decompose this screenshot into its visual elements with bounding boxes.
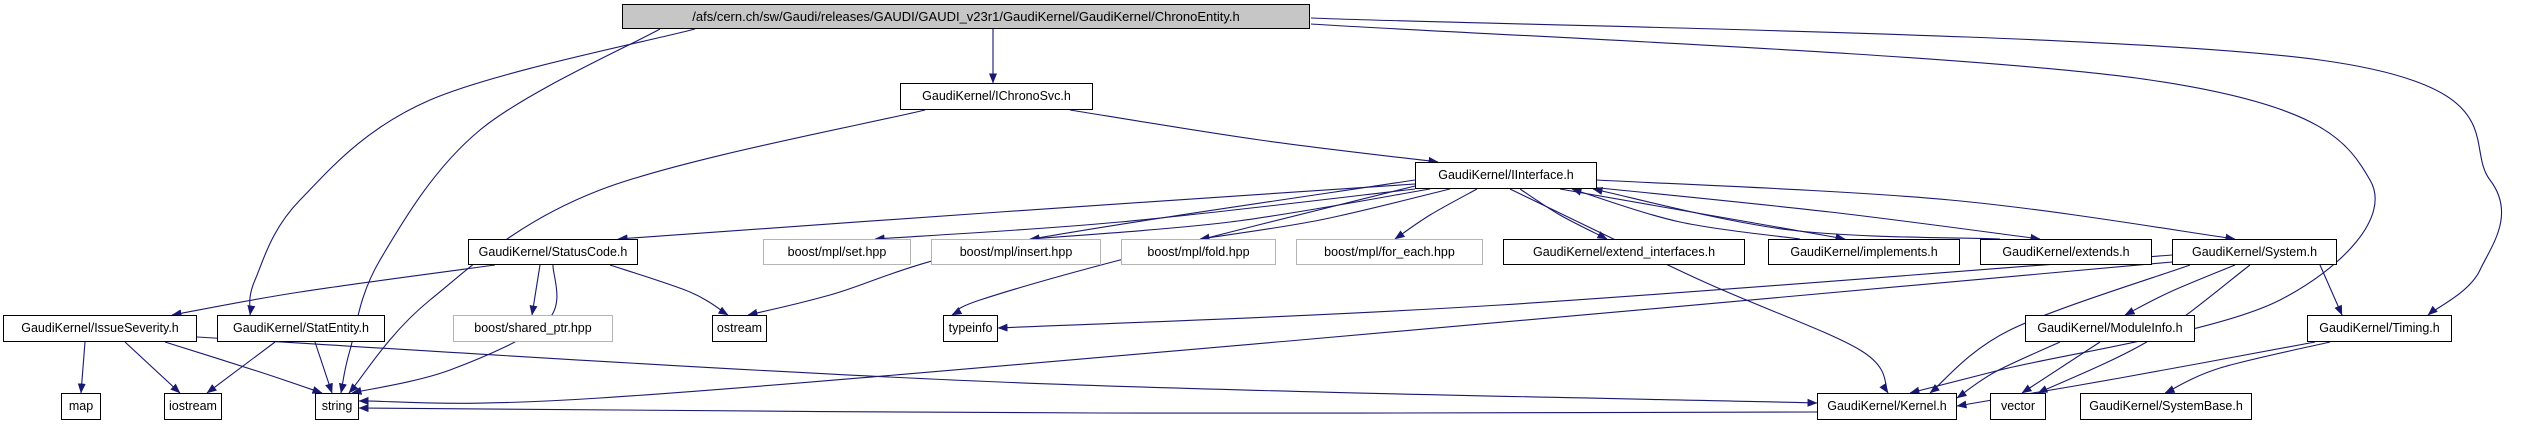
edge-statuscode-ostream xyxy=(609,264,729,316)
edge-chrono-kernel xyxy=(1310,23,2376,395)
node-label: boost/mpl/for_each.hpp xyxy=(1324,244,1455,259)
node-mplset[interactable]: boost/mpl/set.hpp xyxy=(763,239,911,265)
edge-iinterface-system xyxy=(1596,179,2236,242)
node-label: boost/mpl/set.hpp xyxy=(787,244,887,259)
edge-iinterface-mplforeach xyxy=(1394,188,1478,240)
node-label: vector xyxy=(2000,399,2036,414)
node-label: GaudiKernel/System.h xyxy=(2191,244,2318,259)
node-chrono[interactable]: /afs/cern.ch/sw/Gaudi/releases/GAUDI/GAU… xyxy=(622,4,1310,29)
edge-system-typeinfo xyxy=(997,254,2173,332)
node-implements[interactable]: GaudiKernel/implements.h xyxy=(1768,239,1960,265)
node-label: GaudiKernel/IChronoSvc.h xyxy=(922,89,1071,104)
node-vector[interactable]: vector xyxy=(1990,393,2046,420)
edge-iinterface-kernel xyxy=(1509,188,1889,394)
edge-ichrono-iinterface xyxy=(1069,109,1439,165)
edge-issue-string xyxy=(164,341,323,394)
edge-statentity-iostream xyxy=(206,341,276,394)
edge-timing-systembase xyxy=(2164,341,2331,394)
edge-iinterface-mplfold xyxy=(1199,188,1451,242)
node-label: GaudiKernel/Timing.h xyxy=(2319,321,2440,336)
node-label: GaudiKernel/IInterface.h xyxy=(1438,168,1574,183)
edge-iinterface-mplset xyxy=(874,188,1416,243)
edge-chrono-statentity xyxy=(247,28,696,316)
node-ichrono[interactable]: GaudiKernel/IChronoSvc.h xyxy=(900,83,1093,110)
node-issue[interactable]: GaudiKernel/IssueSeverity.h xyxy=(3,315,197,342)
node-mplinsert[interactable]: boost/mpl/insert.hpp xyxy=(931,239,1101,265)
node-map[interactable]: map xyxy=(61,393,101,420)
node-label: GaudiKernel/StatEntity.h xyxy=(233,321,369,336)
node-label: typeinfo xyxy=(948,321,993,336)
node-iostream[interactable]: iostream xyxy=(164,393,222,420)
node-label: GaudiKernel/implements.h xyxy=(1790,244,1938,259)
node-label: string xyxy=(321,399,353,414)
node-label: boost/shared_ptr.hpp xyxy=(474,321,592,336)
node-mplforeach[interactable]: boost/mpl/for_each.hpp xyxy=(1296,239,1483,265)
node-sharedptr[interactable]: boost/shared_ptr.hpp xyxy=(453,315,613,342)
node-statentity[interactable]: GaudiKernel/StatEntity.h xyxy=(217,315,385,342)
node-kernel[interactable]: GaudiKernel/Kernel.h xyxy=(1817,393,1957,420)
node-timing[interactable]: GaudiKernel/Timing.h xyxy=(2307,315,2452,342)
edge-iinterface-mplinsert xyxy=(1029,188,1431,243)
node-system[interactable]: GaudiKernel/System.h xyxy=(2172,239,2337,265)
edge-system-string xyxy=(358,261,2173,405)
node-moduleinfo[interactable]: GaudiKernel/ModuleInfo.h xyxy=(2025,315,2195,342)
edge-issue-iostream xyxy=(124,341,181,394)
node-label: GaudiKernel/SystemBase.h xyxy=(2089,399,2243,414)
node-ostream[interactable]: ostream xyxy=(712,315,767,342)
edge-statuscode-sharedptr xyxy=(529,264,541,316)
node-label: /afs/cern.ch/sw/Gaudi/releases/GAUDI/GAU… xyxy=(692,9,1240,24)
node-string[interactable]: string xyxy=(315,393,359,420)
node-extif[interactable]: GaudiKernel/extend_interfaces.h xyxy=(1503,239,1745,265)
node-label: ostream xyxy=(716,321,763,336)
node-mplfold[interactable]: boost/mpl/fold.hpp xyxy=(1121,239,1276,265)
edge-moduleinfo-vector xyxy=(2021,341,2101,394)
edge-extends-iinterface xyxy=(1592,187,2001,240)
node-label: GaudiKernel/Kernel.h xyxy=(1827,399,1947,414)
node-label: GaudiKernel/extends.h xyxy=(2002,244,2130,259)
node-iinterface[interactable]: GaudiKernel/IInterface.h xyxy=(1415,162,1597,189)
edge-statentity-string xyxy=(314,341,333,394)
edge-system-moduleinfo xyxy=(2124,264,2236,316)
node-label: boost/mpl/fold.hpp xyxy=(1147,244,1250,259)
edge-statuscode-string xyxy=(351,264,558,395)
edge-iinterface-extif xyxy=(1519,188,1608,240)
node-label: map xyxy=(68,399,94,414)
edge-implements-iinterface xyxy=(1571,187,1801,240)
edge-chrono-string xyxy=(339,28,661,394)
node-extends[interactable]: GaudiKernel/extends.h xyxy=(1980,239,2152,265)
edge-system-kernel xyxy=(1929,264,2191,394)
edge-chrono-timing xyxy=(1310,17,2502,316)
edge-ichrono-string xyxy=(348,109,926,394)
node-label: GaudiKernel/ModuleInfo.h xyxy=(2037,321,2183,336)
edge-iinterface-statuscode xyxy=(617,183,1416,243)
edge-kernel-string xyxy=(358,404,1818,414)
node-label: boost/mpl/insert.hpp xyxy=(959,244,1073,259)
edge-iinterface-implements xyxy=(1559,188,1846,242)
node-label: GaudiKernel/IssueSeverity.h xyxy=(21,321,179,336)
edge-statuscode-issue xyxy=(171,264,496,318)
edge-issue-kernel xyxy=(196,336,1818,407)
edge-issue-map xyxy=(77,341,86,394)
node-statuscode[interactable]: GaudiKernel/StatusCode.h xyxy=(468,239,638,265)
edge-iinterface-extends xyxy=(1589,186,2041,242)
node-label: iostream xyxy=(169,399,217,414)
node-label: GaudiKernel/StatusCode.h xyxy=(478,244,628,259)
node-systembase[interactable]: GaudiKernel/SystemBase.h xyxy=(2080,393,2252,420)
edge-iinterface-typeinfo xyxy=(951,185,1416,316)
node-typeinfo[interactable]: typeinfo xyxy=(943,315,998,342)
node-label: GaudiKernel/extend_interfaces.h xyxy=(1532,244,1716,259)
edge-moduleinfo-kernel xyxy=(1956,341,2061,399)
edge-system-timing xyxy=(2319,264,2343,316)
